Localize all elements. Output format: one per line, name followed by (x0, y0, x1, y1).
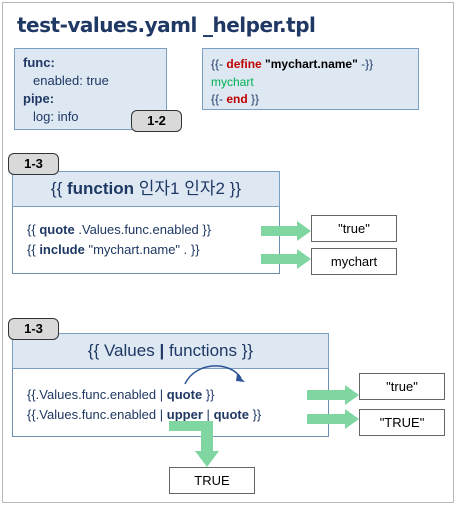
quote-result-box: "true" (311, 215, 397, 242)
values-file-title: test-values.yaml (17, 13, 197, 37)
pipe-flow-curve-icon (184, 365, 245, 385)
quote-example-line: {{ quote .Values.func.enabled }} (27, 222, 211, 237)
helper-line-define: {{- define "mychart.name" -}} (211, 57, 373, 71)
pipeline-line2-upper: upper (166, 407, 203, 422)
pipeline-line1-values: {{.Values.func.enabled (27, 387, 157, 402)
values-yaml-box: func: enabled: true pipe: log: info (14, 48, 167, 130)
pipeline-upper-quote-line: {{.Values.func.enabled | upper | quote }… (27, 407, 261, 422)
function-header-args: 인자1 인자2 (138, 179, 225, 198)
upper-intermediate-result-box: TRUE (169, 467, 255, 494)
pipeline-result1-box: "true" (359, 373, 445, 400)
include-args: "mychart.name" . }} (88, 242, 200, 257)
include-open: {{ (27, 242, 36, 257)
define-close: -}} (361, 57, 374, 71)
pipeline-syntax-header: {{ Values | functions }} (12, 333, 329, 369)
pipeline-line2-close: }} (252, 407, 262, 422)
function-header-keyword: function (67, 179, 135, 198)
define-open: {{- (211, 57, 224, 71)
quote-function: quote (39, 222, 75, 237)
define-name: "mychart.name" (265, 57, 358, 71)
function-header-open: {{ (50, 179, 63, 198)
include-result-box: mychart (311, 248, 397, 275)
pipeline-line2-pipe1: | (159, 407, 164, 422)
pipeline-result2-box: "TRUE" (359, 409, 445, 436)
quote-open: {{ (27, 222, 36, 237)
step-badge-1-3-a: 1-3 (8, 153, 59, 175)
diagram-canvas: test-values.yaml _helper.tpl func: enabl… (2, 2, 454, 503)
pipe-key: pipe: (23, 91, 55, 106)
pipeline-line2-values: {{.Values.func.enabled (27, 407, 157, 422)
end-keyword: end (226, 92, 248, 106)
define-keyword: define (226, 57, 262, 71)
quote-result-arrow-icon (261, 221, 311, 241)
log-line: log: info (33, 109, 79, 124)
pipeline-result2-arrow-icon (307, 409, 359, 429)
pipeline-quote-line: {{.Values.func.enabled | quote }} (27, 387, 215, 402)
upper-output-arrow-icon (169, 421, 219, 467)
func-key: func: (23, 55, 55, 70)
end-close: }} (251, 92, 260, 106)
function-header-close: }} (229, 179, 242, 198)
pipeline-line1-pipe: | (159, 387, 164, 402)
include-function: include (39, 242, 85, 257)
pipeline-header-functions: functions (168, 341, 237, 360)
pipeline-line2-quote: quote (213, 407, 249, 422)
pipeline-result1-arrow-icon (307, 385, 359, 405)
enabled-line: enabled: true (33, 73, 109, 88)
pipeline-line1-close: }} (205, 387, 215, 402)
pipeline-header-pipe: | (159, 341, 165, 360)
pipeline-line2-pipe2: | (206, 407, 210, 422)
end-open: {{- (211, 92, 224, 106)
function-syntax-header: {{ function 인자1 인자2 }} (12, 171, 280, 207)
pipeline-header-values: {{ Values (87, 341, 155, 360)
pipeline-header-close: }} (241, 341, 254, 360)
pipeline-line1-quote: quote (166, 387, 203, 402)
helper-line-end: {{- end }} (211, 92, 259, 106)
step-badge-1-3-b: 1-3 (8, 318, 59, 340)
helper-tpl-box: {{- define "mychart.name" -}} mychart {{… (202, 48, 419, 110)
include-result-arrow-icon (261, 249, 311, 269)
include-example-line: {{ include "mychart.name" . }} (27, 242, 200, 257)
step-badge-1-2: 1-2 (131, 110, 182, 132)
helper-file-title: _helper.tpl (203, 13, 316, 37)
quote-args: .Values.func.enabled }} (78, 222, 212, 237)
helper-line-body: mychart (211, 75, 254, 89)
